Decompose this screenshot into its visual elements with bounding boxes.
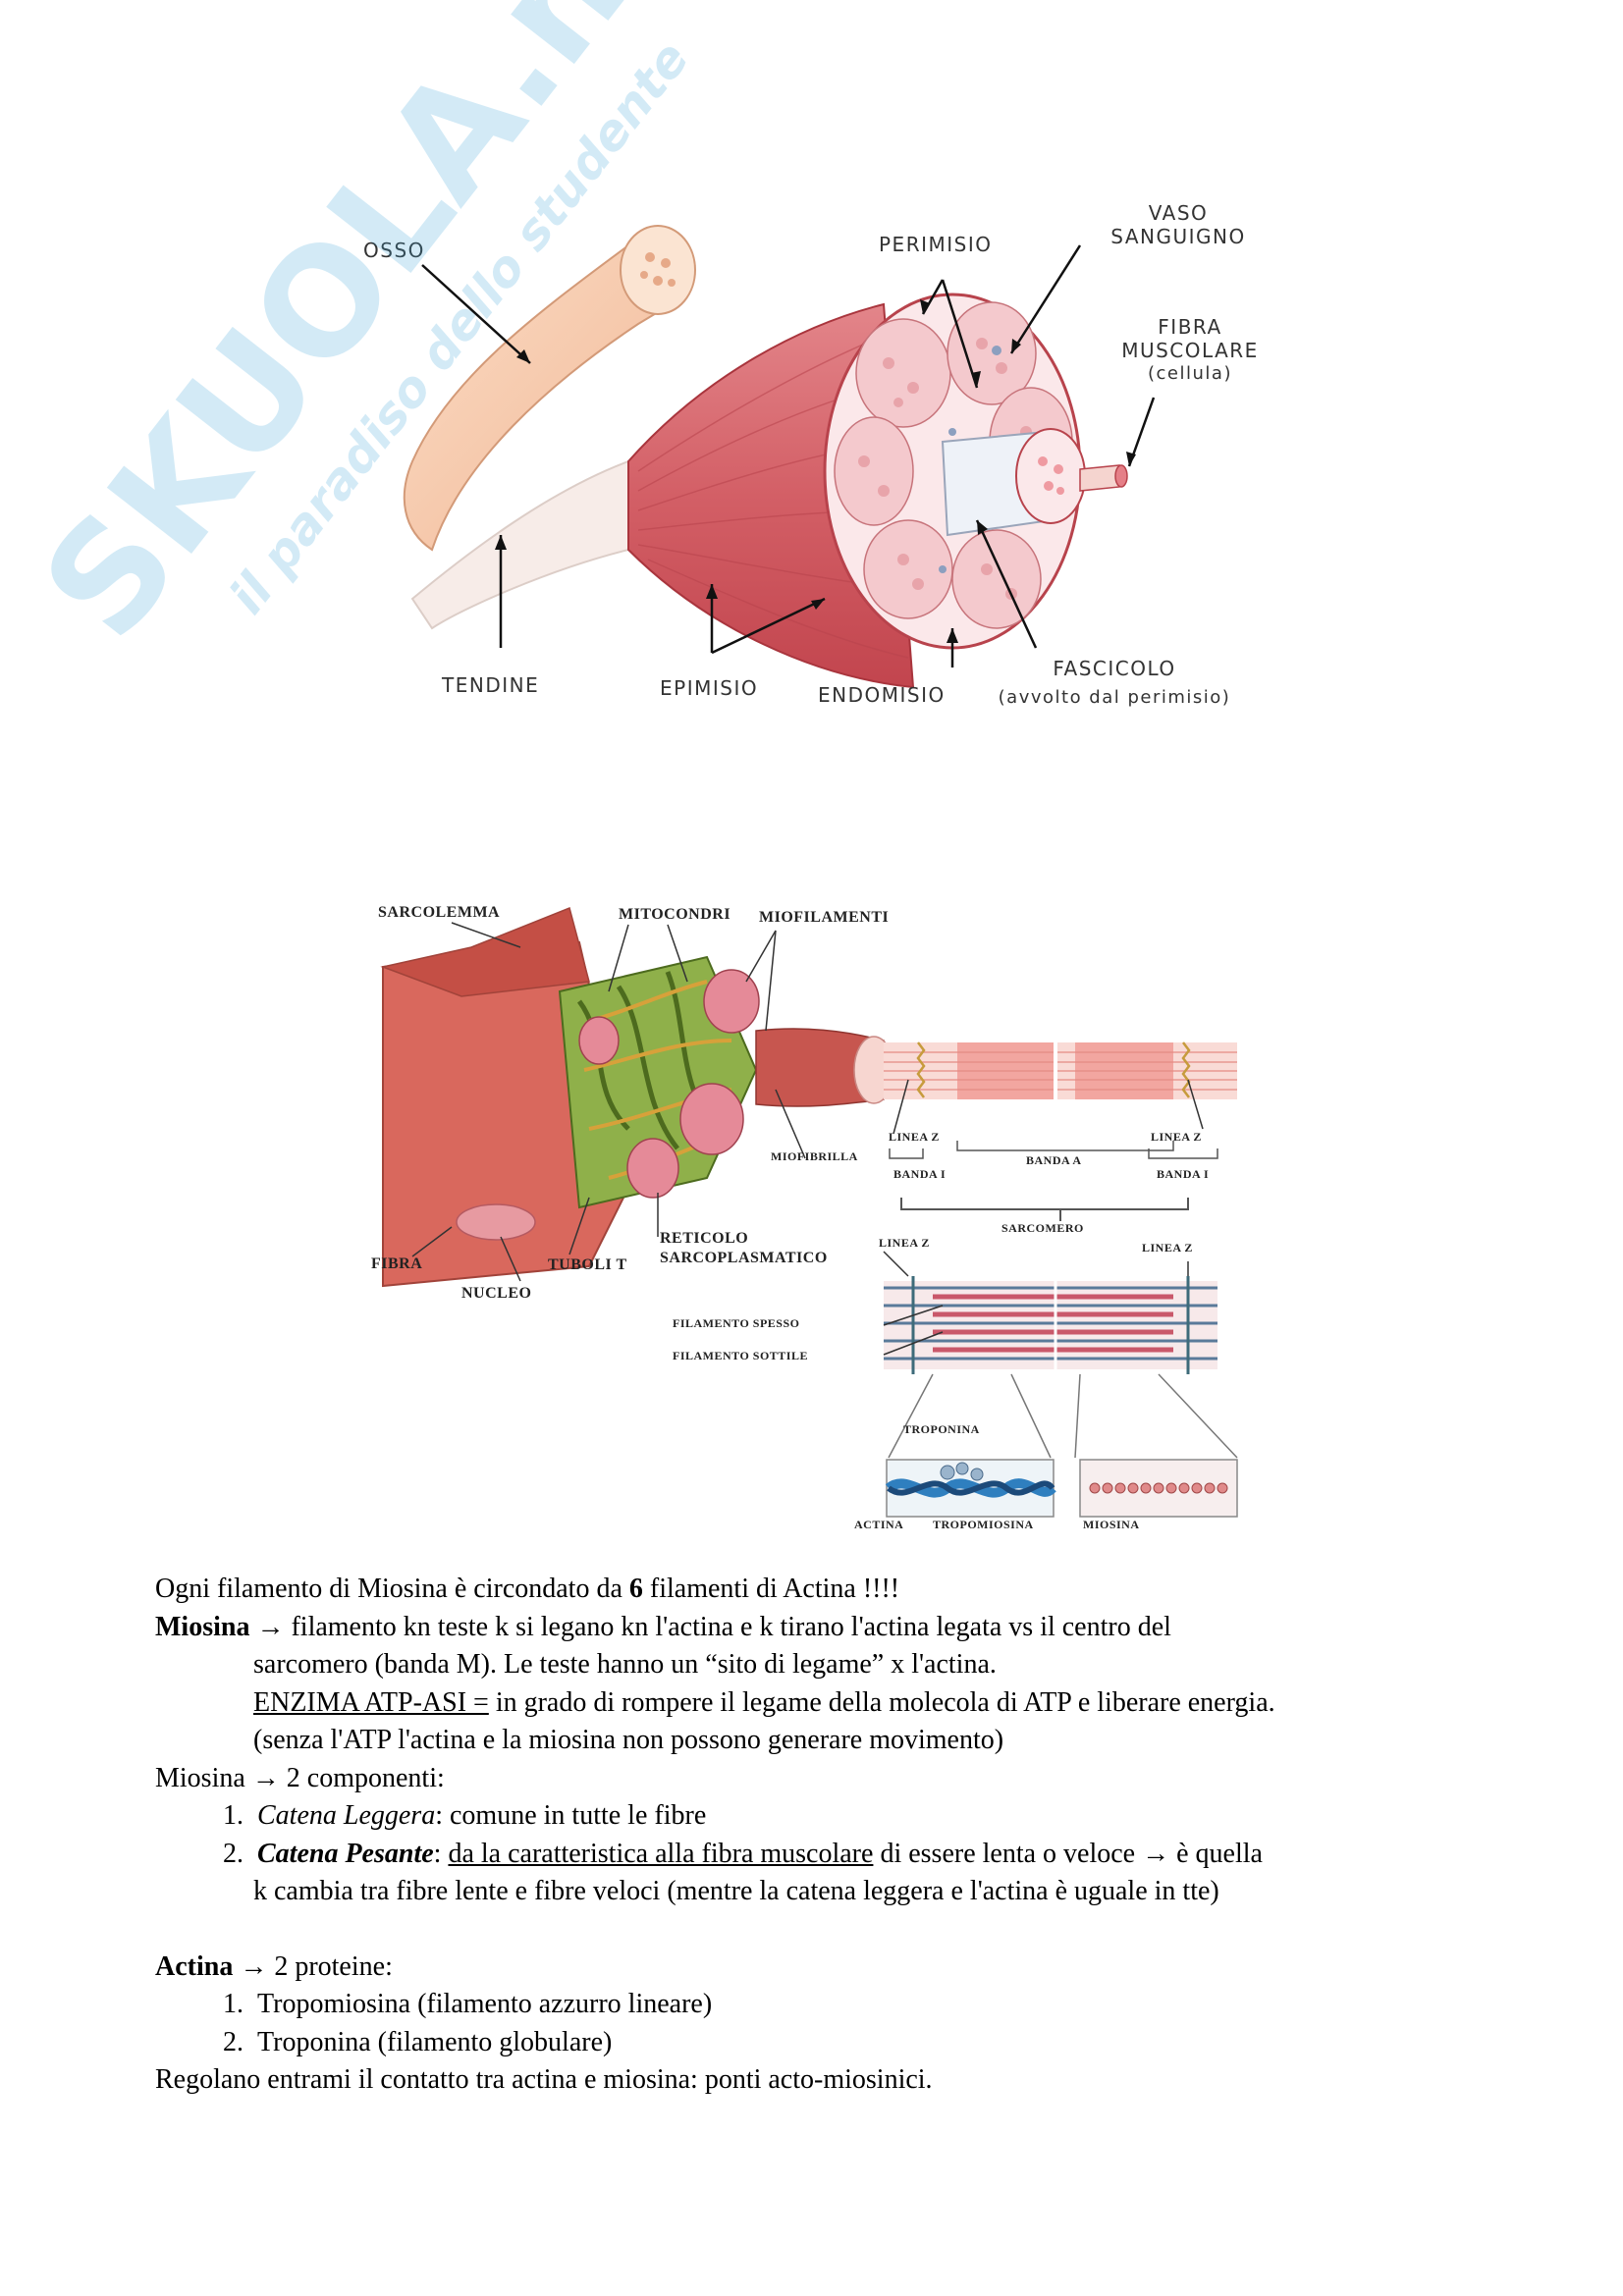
label-banda-i-left: BANDA I	[893, 1167, 946, 1181]
label-sanguigno: SANGUIGNO	[1110, 225, 1245, 248]
label-mitocondri: MITOCONDRI	[619, 906, 730, 923]
label-filamento-spesso: FILAMENTO SPESSO	[673, 1316, 799, 1330]
label-linea-z-lower-right: LINEA Z	[1142, 1241, 1193, 1255]
label-banda-i-right: BANDA I	[1157, 1167, 1209, 1181]
miosina-definition-cont: sarcomero (banda M). Le teste hanno un “…	[253, 1649, 997, 1680]
label-linea-z-lower-left: LINEA Z	[879, 1236, 930, 1250]
notes-text: Ogni filamento di Miosina è circondato d…	[155, 1571, 1510, 2100]
label-fibra: FIBRA	[1158, 315, 1221, 339]
label-perimisio: PERIMISIO	[879, 233, 992, 256]
label-vaso: VASO	[1149, 201, 1209, 225]
label-epimisio: EPIMISIO	[660, 676, 758, 700]
label-filamento-sottile: FILAMENTO SOTTILE	[673, 1349, 808, 1362]
fascicle-drawing	[941, 428, 1128, 537]
enzima-line: ENZIMA ATP-ASI = in grado di rompere il …	[253, 1686, 1275, 1718]
closing-line: Regolano entrami il contatto tra actina …	[155, 2064, 933, 2095]
label-banda-a: BANDA A	[1026, 1153, 1082, 1167]
label-sarcomero: SARCOMERO	[1001, 1221, 1084, 1235]
myofibril-bundles-drawing	[558, 955, 760, 1209]
list-item-catena-pesante: 2.Catena Pesante: da la caratteristica a…	[223, 1838, 1263, 1869]
label-actina: ACTINA	[854, 1518, 903, 1531]
label-sarcoplasmatico: SARCOPLASMATICO	[660, 1250, 828, 1266]
zoom-insets-drawing	[885, 1373, 1238, 1518]
label-tropomiosina: TROPOMIOSINA	[933, 1518, 1034, 1531]
list-item-catena-pesante-cont: k cambia tra fibre lente e fibre veloci …	[253, 1876, 1219, 1906]
label-miofibrilla: MIOFIBRILLA	[771, 1149, 858, 1163]
atp-note: (senza l'ATP l'actina e la miosina non p…	[253, 1725, 1004, 1755]
label-nucleo: NUCLEO	[461, 1285, 531, 1302]
label-osso: OSSO	[363, 239, 425, 262]
watermark: SKUOLA.net il paradiso dello studente	[11, 0, 764, 669]
label-tuboli-t: TUBOLI T	[548, 1256, 627, 1273]
label-linea-z-left: LINEA Z	[889, 1130, 940, 1144]
miosina-definition: Miosina → filamento kn teste k si legano…	[155, 1611, 1171, 1642]
bone-drawing	[403, 225, 696, 552]
label-miosina: MIOSINA	[1083, 1518, 1140, 1531]
actina-heading: Actina → 2 proteine:	[155, 1950, 393, 1982]
sarcomere-figure: SARCOLEMMA MITOCONDRI MIOFILAMENTI MIOFI…	[371, 904, 1238, 1531]
muscle-anatomy-figure: OSSO PERIMISIO VASO SANGUIGNO FIBRA MUSC…	[363, 201, 1259, 708]
miosina-components-heading: Miosina → 2 componenti:	[155, 1762, 445, 1793]
list-item-catena-leggera: 1.Catena Leggera: comune in tutte le fib…	[223, 1800, 707, 1831]
figure1-pointer-lines	[421, 244, 1156, 667]
label-tendine: TENDINE	[441, 673, 539, 697]
label-fascicolo: FASCICOLO	[1053, 657, 1175, 680]
myofibril-drawing	[755, 1028, 1237, 1107]
label-avvolto: (avvolto dal perimisio)	[999, 687, 1231, 708]
filament-lattice-drawing	[884, 1276, 1217, 1374]
list-item-troponina: 2.Troponina (filamento globulare)	[223, 2026, 613, 2057]
intro-line: Ogni filamento di Miosina è circondato d…	[155, 1574, 900, 1604]
label-fibra: FIBRA	[371, 1255, 422, 1272]
label-endomisio: ENDOMISIO	[818, 683, 946, 707]
label-miofilamenti: MIOFILAMENTI	[759, 909, 889, 926]
label-linea-z-right: LINEA Z	[1151, 1130, 1202, 1144]
label-muscolare: MUSCOLARE	[1121, 339, 1259, 362]
list-item-tropomiosina: 1.Tropomiosina (filamento azzurro linear…	[223, 1989, 713, 2019]
label-sarcolemma: SARCOLEMMA	[378, 904, 500, 921]
label-reticolo: RETICOLO	[660, 1230, 748, 1247]
label-troponina: TROPONINA	[903, 1422, 980, 1436]
label-cellula: (cellula)	[1148, 363, 1232, 384]
